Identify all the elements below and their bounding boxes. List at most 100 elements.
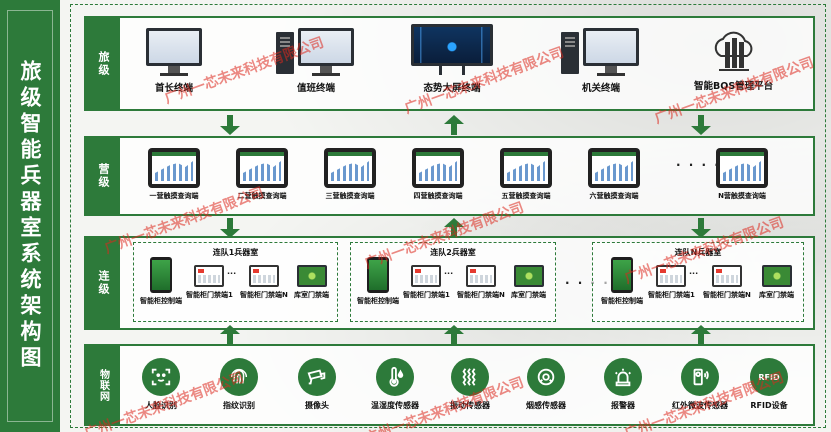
node-battalion-1: 一营触摸查询端 xyxy=(148,148,200,201)
rfid-icon: RFID xyxy=(750,358,788,396)
arrow-down-icon xyxy=(691,115,711,135)
node-label: 值班终端 xyxy=(296,83,335,94)
arrow-down-icon xyxy=(691,218,711,238)
ellipsis: · · · · xyxy=(676,158,721,172)
pc-tower-icon xyxy=(276,32,294,74)
tablet-icon xyxy=(324,148,376,188)
node-cabinet-access-n: 智能柜门禁端N xyxy=(240,265,288,300)
iot-face-recognition: 人脸识别 xyxy=(142,358,180,411)
node-label: 智能柜控制端 xyxy=(140,297,182,305)
iot-smoke: 烟感传感器 xyxy=(526,358,566,411)
arrow-up-icon xyxy=(444,115,464,135)
iot-label: 人脸识别 xyxy=(145,401,177,410)
company-group-2: 连队2兵器室 智能柜控制端 智能柜门禁端1 ··· 智能柜门禁端N 库室门禁端 xyxy=(350,242,556,322)
node-label: 智能柜门禁端1 xyxy=(186,291,233,299)
node-cabinet-control: 智能柜控制端 xyxy=(140,257,182,306)
node-battalion-2: 二营触摸查询端 xyxy=(236,148,288,201)
tablet-icon xyxy=(588,148,640,188)
iot-label: 摄像头 xyxy=(305,401,329,410)
node-label: 智能柜门禁端1 xyxy=(403,291,450,299)
arrow-up-icon xyxy=(444,325,464,345)
tablet-icon xyxy=(236,148,288,188)
phone-icon xyxy=(367,257,389,293)
iot-thermo-humidity: 温湿度传感器 xyxy=(371,358,419,411)
node-label: 一营触摸查询端 xyxy=(149,192,199,200)
company-group-1: 连队1兵器室 智能柜控制端 智能柜门禁端1 智能柜门禁端N ··· 库室门禁端 xyxy=(133,242,338,322)
tier-battalion: 营级 一营触摸查询端 二营触摸查询端 三营触摸查询端 四营触摸查询端 五营触摸查… xyxy=(84,136,815,216)
tablet-icon xyxy=(412,148,464,188)
iot-label: 烟感传感器 xyxy=(526,401,566,410)
company-group-title: 连队1兵器室 xyxy=(212,248,259,257)
room-access-icon xyxy=(513,265,544,287)
iot-label: RFID设备 xyxy=(750,401,788,410)
node-cabinet-access-1: 智能柜门禁端1 xyxy=(403,265,450,300)
node-label: 四营触摸查询端 xyxy=(413,192,463,200)
monitor-icon xyxy=(298,28,354,76)
vibration-icon xyxy=(451,358,489,396)
node-label: 态势大屏终端 xyxy=(423,83,481,94)
iot-label: 温湿度传感器 xyxy=(371,401,419,410)
iot-camera: 摄像头 xyxy=(298,358,336,411)
node-bqs-platform: 智能BQS管理平台 xyxy=(694,26,773,92)
node-room-access: 库室门禁端 xyxy=(759,265,794,300)
iot-label: 报警器 xyxy=(611,401,635,410)
arrow-down-icon xyxy=(220,115,240,135)
iot-fingerprint: 指纹识别 xyxy=(220,358,258,411)
arrow-up-icon xyxy=(444,218,464,238)
camera-icon xyxy=(298,358,336,396)
monitor-icon xyxy=(583,28,639,76)
node-commander-terminal: 首长终端 xyxy=(146,28,202,94)
node-duty-terminal: 值班终端 xyxy=(276,28,356,94)
node-label: 首长终端 xyxy=(154,83,193,94)
phone-icon xyxy=(611,257,633,293)
node-label: 智能柜门禁端1 xyxy=(648,291,695,299)
face-recognition-icon xyxy=(142,358,180,396)
access-terminal-icon xyxy=(248,265,279,287)
arrow-down-icon xyxy=(220,218,240,238)
node-label: 二营触摸查询端 xyxy=(237,192,287,200)
ellipsis: ··· xyxy=(227,269,237,278)
node-cabinet-access-n: 智能柜门禁端N xyxy=(457,265,505,300)
node-label: 三营触摸查询端 xyxy=(325,192,375,200)
node-label: 库室门禁端 xyxy=(511,291,546,299)
node-label: 库室门禁端 xyxy=(759,291,794,299)
iot-alarm: 报警器 xyxy=(604,358,642,411)
node-room-access: 库室门禁端 xyxy=(511,265,546,300)
ellipsis: ··· xyxy=(444,269,454,278)
pc-tower-icon xyxy=(561,32,579,74)
room-access-icon xyxy=(296,265,327,287)
node-label: 智能BQS管理平台 xyxy=(694,81,774,92)
rfid-icon-text: RFID xyxy=(758,372,780,382)
access-terminal-icon xyxy=(656,265,687,287)
arrow-up-icon xyxy=(691,325,711,345)
tier-label-company: 连级 xyxy=(86,238,120,328)
node-label: 智能柜控制端 xyxy=(357,297,399,305)
tablet-icon xyxy=(716,148,768,188)
node-label: 智能柜门禁端N xyxy=(457,291,505,299)
company-group-n: 连队N兵器室 智能柜控制端 智能柜门禁端1 ··· 智能柜门禁端N 库室门禁端 xyxy=(592,242,804,322)
ellipsis: ··· xyxy=(689,269,699,278)
access-terminal-icon xyxy=(465,265,496,287)
node-label: 智能柜门禁端N xyxy=(240,291,288,299)
node-battalion-6: 六营触摸查询端 xyxy=(588,148,640,201)
thermometer-icon xyxy=(376,358,414,396)
tier-iot: 物联网 人脸识别 指纹识别 摄像头 温湿度传感器 振动传感器 烟感传感器 xyxy=(84,344,815,426)
node-label: 六营触摸查询端 xyxy=(589,192,639,200)
infrared-sensor-icon xyxy=(681,358,719,396)
tablet-icon xyxy=(500,148,552,188)
node-office-terminal: 机关终端 xyxy=(561,28,641,94)
node-cabinet-access-n: 智能柜门禁端N xyxy=(703,265,751,300)
tier-brigade: 旅级 首长终端 值班终端 态势大屏终端 机关终端 xyxy=(84,16,815,111)
room-access-icon xyxy=(761,265,792,287)
alarm-icon xyxy=(604,358,642,396)
architecture-frame xyxy=(70,4,826,428)
tier-label-iot: 物联网 xyxy=(86,346,120,424)
node-label: N营触摸查询端 xyxy=(718,192,766,200)
company-group-title: 连队2兵器室 xyxy=(430,248,476,257)
tablet-icon xyxy=(148,148,200,188)
node-label: 智能柜控制端 xyxy=(601,297,643,305)
access-terminal-icon xyxy=(711,265,742,287)
arrow-up-icon xyxy=(220,325,240,345)
node-battalion-3: 三营触摸查询端 xyxy=(324,148,376,201)
tier-label-battalion: 营级 xyxy=(86,138,120,214)
